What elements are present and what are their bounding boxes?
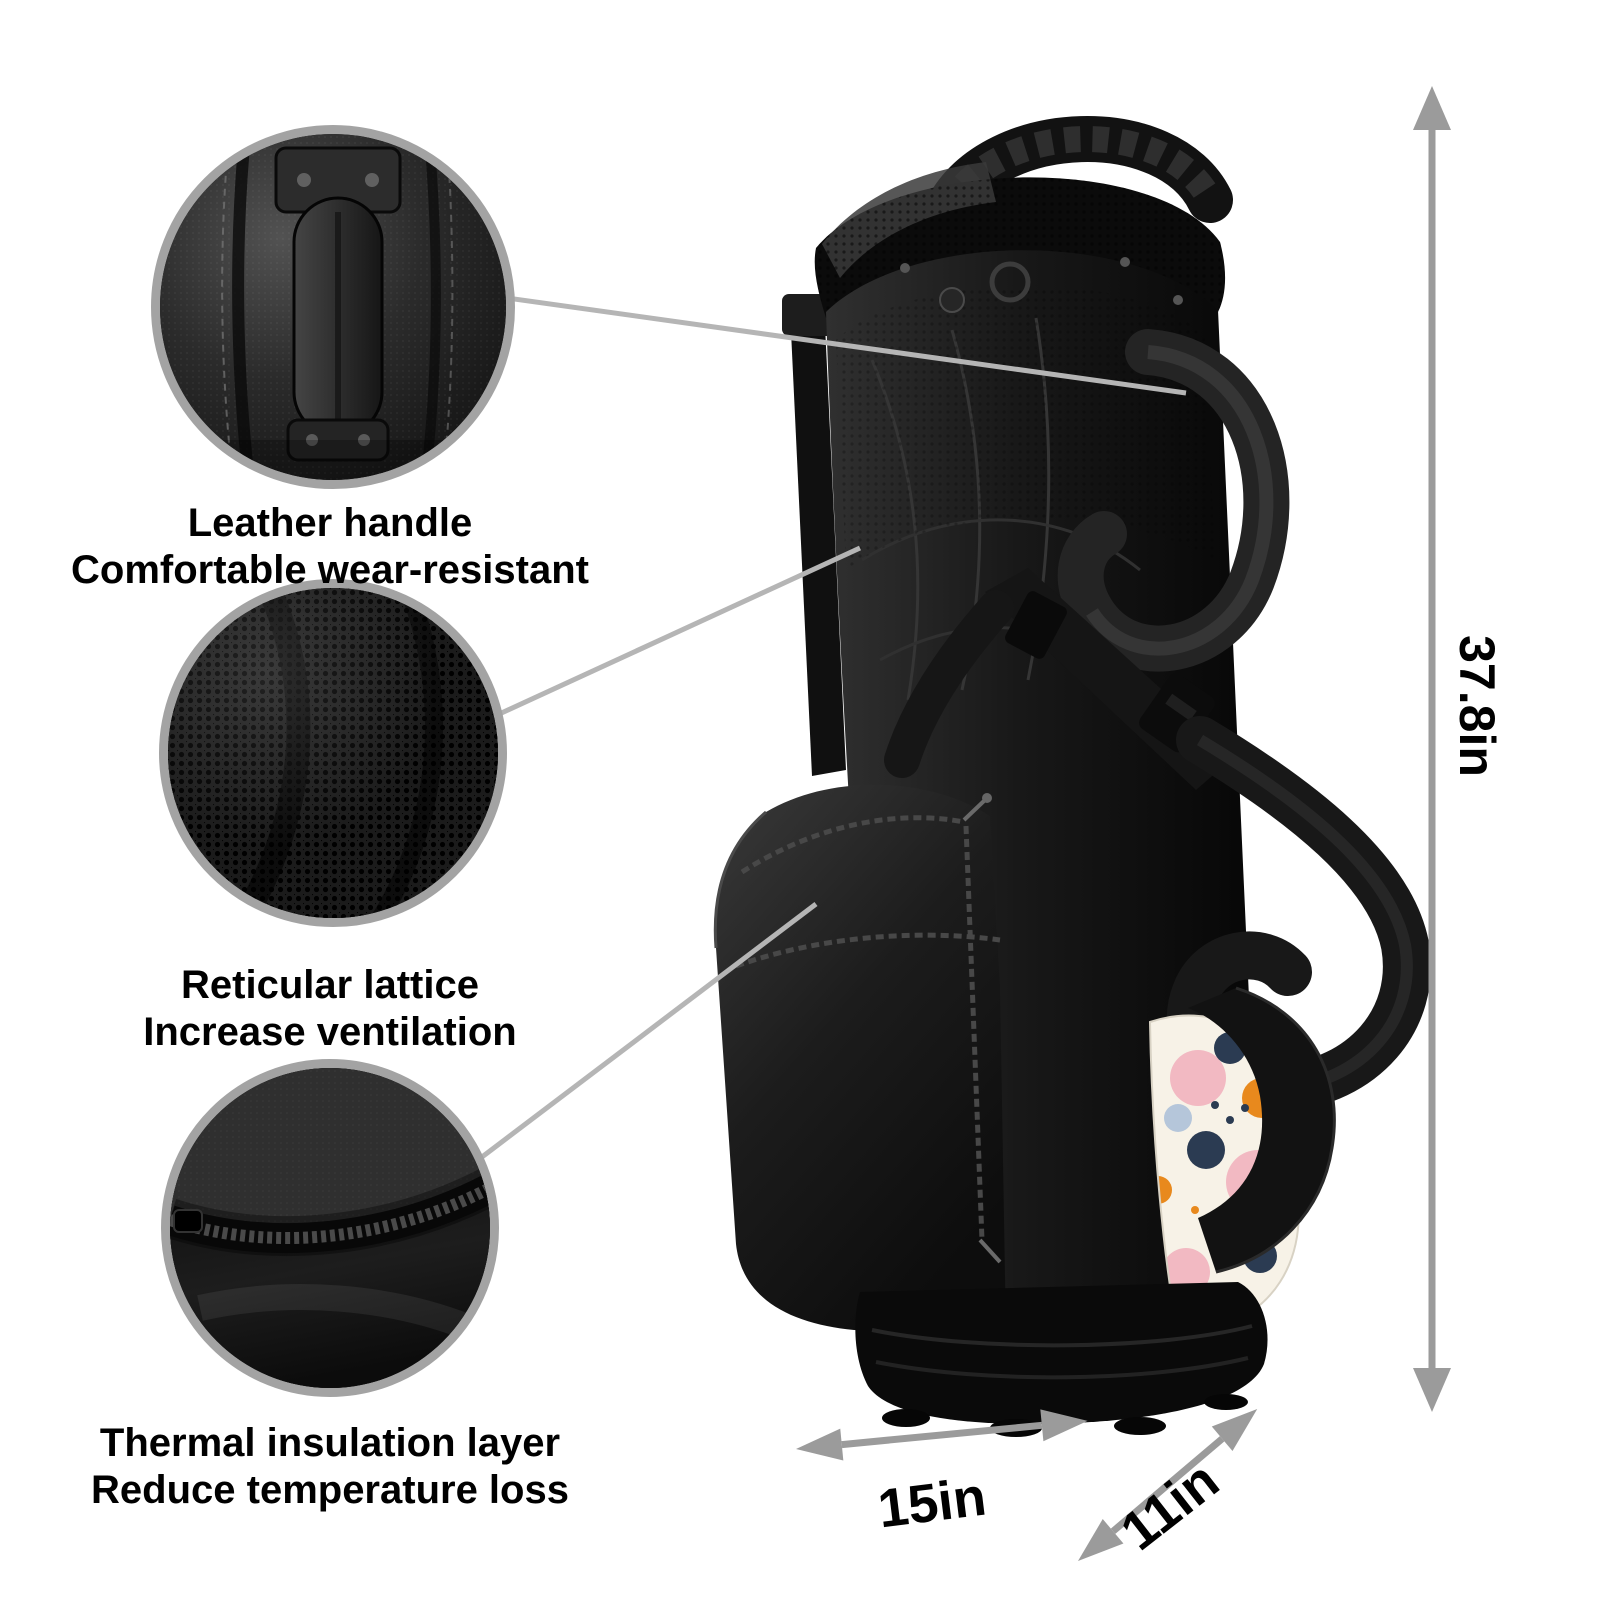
detail-circle-leather-handle bbox=[151, 125, 515, 489]
callout-label-leather-handle: Leather handle Comfortable wear-resistan… bbox=[0, 500, 660, 594]
callout-line-reticular-lattice bbox=[493, 545, 862, 719]
callout-title: Thermal insulation layer bbox=[99, 1421, 561, 1465]
callout-subtitle: Reduce temperature loss bbox=[91, 1468, 569, 1513]
depth-arrow bbox=[1078, 1409, 1258, 1561]
detail-circle-thermal-insulation bbox=[161, 1059, 499, 1397]
mesh-detail-image bbox=[168, 588, 498, 918]
height-dimension-label: 37.8in bbox=[1449, 635, 1505, 777]
bag-front-pocket bbox=[713, 784, 1006, 1334]
thermal-layer-detail-image bbox=[170, 1068, 490, 1388]
callout-title: Reticular lattice bbox=[181, 963, 479, 1007]
callout-line-leather-handle bbox=[499, 294, 1187, 396]
leather-handle-detail-image bbox=[160, 134, 506, 480]
callout-subtitle: Increase ventilation bbox=[143, 1010, 517, 1055]
callout-label-thermal-insulation: Thermal insulation layer Reduce temperat… bbox=[0, 1420, 660, 1514]
bag-carry-handle bbox=[1057, 329, 1290, 672]
bag-base bbox=[855, 1282, 1268, 1437]
bag-collar bbox=[814, 162, 1226, 318]
callout-title: Leather handle bbox=[187, 501, 473, 545]
callout-label-reticular-lattice: Reticular lattice Increase ventilation bbox=[0, 962, 660, 1056]
height-arrow bbox=[1413, 86, 1451, 1412]
width-arrow bbox=[796, 1409, 1088, 1461]
callout-subtitle: Comfortable wear-resistant bbox=[71, 548, 589, 593]
detail-circle-reticular-lattice bbox=[159, 579, 507, 927]
callout-line-thermal-insulation bbox=[476, 902, 818, 1162]
